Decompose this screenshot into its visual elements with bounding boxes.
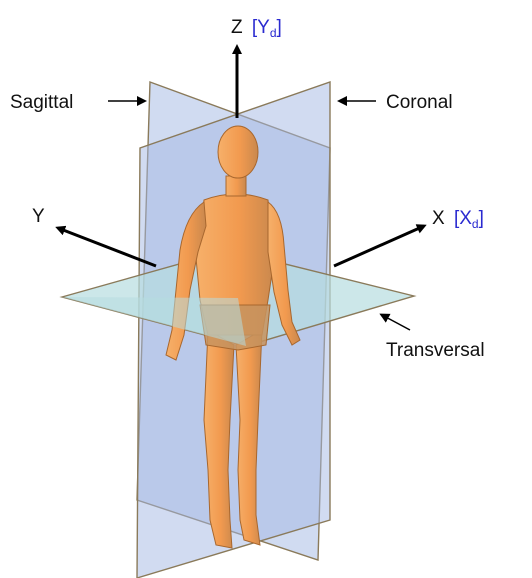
z-axis-alt-close: ] (277, 17, 282, 38)
z-axis-label: Z [Yd] (231, 17, 282, 40)
z-axis-letter: Z (231, 17, 243, 38)
z-axis-alt-open: [Y (252, 17, 270, 38)
sagittal-label: Sagittal (10, 92, 73, 113)
y-axis-label: Y (32, 206, 45, 227)
transversal-pointer (379, 313, 411, 331)
z-axis-alt-sub: d (270, 26, 277, 40)
y-axis-arrow (55, 225, 157, 268)
coronal-label: Coronal (386, 92, 453, 113)
x-axis-label: X [Xd] (432, 208, 484, 231)
x-axis-arrow (333, 224, 427, 268)
x-axis-alt-sub: d (472, 217, 479, 231)
x-axis-letter: X (432, 208, 445, 229)
transversal-plane-front (62, 297, 246, 346)
x-axis-alt-open: [X (454, 208, 472, 229)
x-axis-alt-close: ] (479, 208, 484, 229)
transversal-label: Transversal (386, 340, 485, 361)
